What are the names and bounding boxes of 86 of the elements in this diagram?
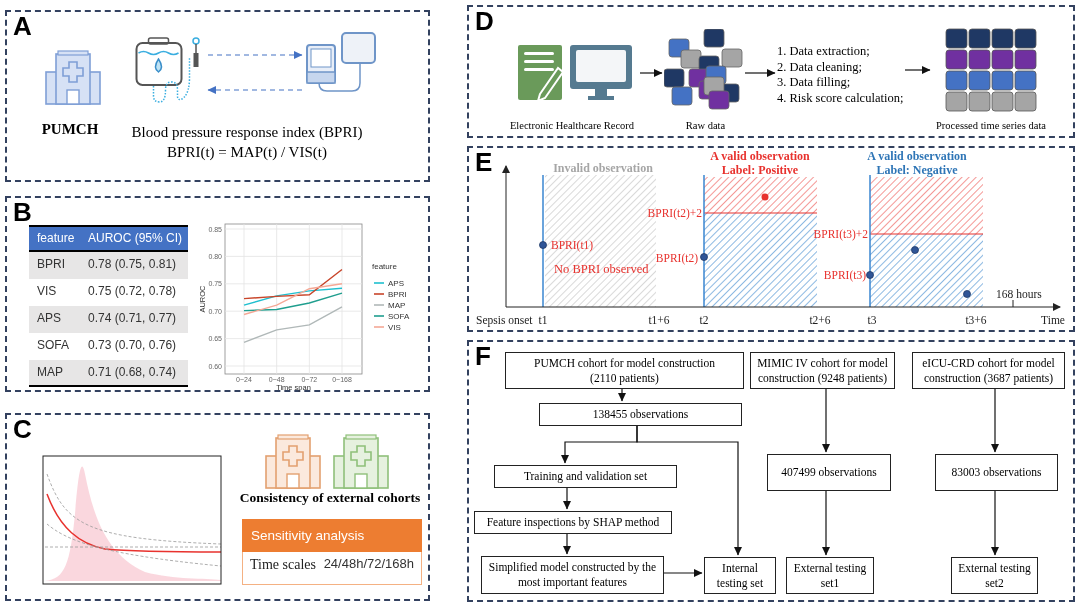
list-item: 1. Data extraction; xyxy=(777,44,870,59)
panel-frame xyxy=(5,196,430,392)
list-item: 2. Data cleaning; xyxy=(777,59,863,74)
value-label: BPRI(t2)+2 xyxy=(647,207,702,221)
legend-label: BPRI xyxy=(388,290,407,299)
region-title: Label: Positive xyxy=(721,164,799,178)
panel-letter: A xyxy=(13,13,32,39)
panel-frame xyxy=(467,340,1075,602)
tick-label: t1+6 xyxy=(648,314,670,328)
arrow xyxy=(639,69,663,77)
site-name: PUMCH xyxy=(41,121,99,139)
process-box: Internal testing set xyxy=(704,557,776,594)
panel-letter: D xyxy=(475,8,494,34)
node-label: Processed time series data xyxy=(935,120,1047,131)
legend-label: SOFA xyxy=(388,312,410,321)
value-label: BPRI(t3)+2 xyxy=(813,228,868,242)
process-box: Simplified model constructed by the most important features xyxy=(481,556,664,594)
arrow xyxy=(991,386,999,453)
arrow xyxy=(563,485,571,510)
legend-label: APS xyxy=(388,279,404,288)
axis-label: Sepsis onset xyxy=(476,314,533,328)
list-item: 3. Data filling; xyxy=(777,75,851,90)
process-box: External testing set1 xyxy=(786,557,874,594)
tick-label: t3+6 xyxy=(965,314,987,328)
arrow xyxy=(822,488,830,556)
node-label: Raw data xyxy=(684,120,727,131)
panel-frame xyxy=(467,5,1075,138)
row-label: Time scales xyxy=(250,557,316,574)
value-label: BPRI(t2) xyxy=(655,252,698,266)
arrow xyxy=(563,531,571,555)
panel-letter: E xyxy=(475,149,493,175)
tick-label: t2 xyxy=(699,314,709,328)
panel-letter: C xyxy=(13,416,32,442)
panel-frame xyxy=(5,10,430,182)
arrow xyxy=(904,66,931,74)
arrow xyxy=(207,51,303,59)
panel-letter: B xyxy=(13,199,32,225)
index-title: Blood pressure response index (BPRI) xyxy=(131,124,363,142)
panel-letter: F xyxy=(475,343,491,369)
panel-frame xyxy=(5,413,430,601)
process-box: PUMCH cohort for model construction (2110 patients) xyxy=(505,352,744,389)
table-cell: 0.71 (0.68, 0.74) xyxy=(82,360,188,387)
note: No BPRI observed xyxy=(554,262,649,277)
process-box: 83003 observations xyxy=(935,454,1058,491)
arrow xyxy=(618,386,626,402)
arrow xyxy=(822,386,830,453)
value-label: BPRI(t3) xyxy=(823,269,866,283)
process-box: Feature inspections by SHAP method xyxy=(474,511,672,534)
region-title: A valid observation xyxy=(867,150,967,164)
region-title: Invalid observation xyxy=(553,162,653,176)
arrow xyxy=(991,488,999,556)
legend-label: MAP xyxy=(388,301,406,310)
arrow xyxy=(744,69,776,77)
legend-label: VIS xyxy=(388,323,401,332)
table-header-cell: Sensitivity analysis xyxy=(242,519,422,552)
node-label: Electronic Healthcare Record xyxy=(508,120,636,131)
panel-caption: Consistency of external cohorts xyxy=(239,490,421,506)
region-title: Label: Negative xyxy=(876,164,958,178)
table-cell: BPRI xyxy=(29,252,82,279)
arrow xyxy=(661,569,703,577)
process-box: 138455 observations xyxy=(539,403,742,426)
table-header-cell: feature xyxy=(29,225,82,252)
region-title: A valid observation xyxy=(710,150,810,164)
table-cell: APS xyxy=(29,306,82,333)
legend-title: feature xyxy=(372,262,397,272)
arrow xyxy=(636,423,742,556)
table-cell: 0.74 (0.71, 0.77) xyxy=(82,306,188,333)
process-box: MIMIC IV cohort for model construction (9248 patients) xyxy=(750,352,895,389)
table-header-cell: AUROC (95% CI) xyxy=(82,225,188,252)
table-cell: MAP xyxy=(29,360,82,387)
tick-label: 168 hours xyxy=(996,288,1042,302)
process-box: External testing set2 xyxy=(951,557,1038,594)
process-box: eICU-CRD cohort for model construction (3687 patients) xyxy=(912,352,1065,389)
value-label: BPRI(t1) xyxy=(551,239,594,253)
tick-label: t2+6 xyxy=(809,314,831,328)
tick-label: t1 xyxy=(538,314,548,328)
arrow xyxy=(207,86,303,94)
list-item: 4. Risk score calculation; xyxy=(777,90,904,105)
process-box: 407499 observations xyxy=(767,454,891,491)
tick-label: t3 xyxy=(867,314,877,328)
table-cell: 0.78 (0.75, 0.81) xyxy=(82,252,188,279)
process-box: Training and validation set xyxy=(494,465,677,488)
formula: BPRI(t) = MAP(t) / VIS(t) xyxy=(167,144,327,162)
blood-pressure-monitor-icon xyxy=(304,30,379,95)
axis-title: Time xyxy=(1041,314,1065,328)
row-value: 24/48h/72/168h xyxy=(323,557,414,572)
